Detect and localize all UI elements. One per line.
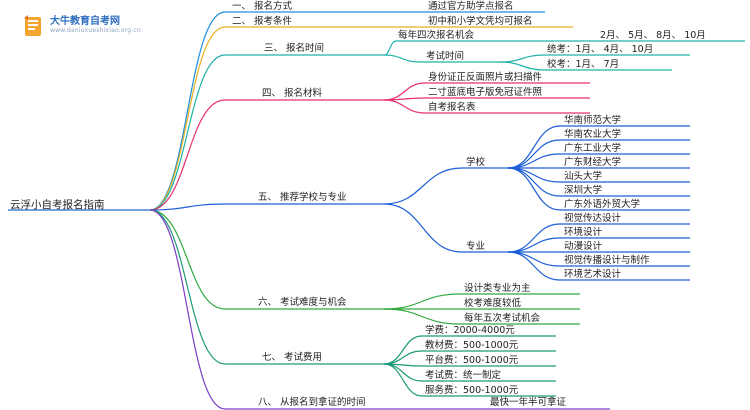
b4-to-leaf-3 [383,99,426,114]
fee-5: 服务费：500-1000元 [425,385,519,396]
site-logo[interactable]: 大牛教育自考网 www.daniuxueshixiao.org.cn [20,10,141,46]
b6-leaf-2: 校考难度较低 [464,298,522,309]
major-3: 动漫设计 [564,241,603,252]
branch-2-label: 二、 报考条件 [232,16,293,27]
b5-majors-label: 专业 [466,241,486,252]
b3-sub-2-leaf-2: 校考：1月、 7月 [547,59,620,70]
b7-to-leaf-1 [383,335,423,365]
branch-8-label: 八、 从报名到拿证的时间 [258,397,366,408]
school-5: 汕头大学 [564,171,603,182]
major-2: 环境设计 [564,227,603,238]
fee-1: 学费：2000-4000元 [425,325,515,336]
b5-major-2-curve [507,237,561,253]
b1-leaf-1: 通过官方助学点报名 [428,1,514,12]
b4-to-leaf-1 [383,82,426,101]
root-to-branch-3 [149,54,226,211]
school-7: 广东外语外贸大学 [564,199,641,210]
b4-leaf-1: 身份证正反面照片或扫描件 [428,72,543,83]
b6-to-leaf-1 [383,293,461,310]
b3-sub-1: 每年四次报名机会 [398,30,475,41]
school-1: 华南师范大学 [564,115,622,126]
b7-to-leaf-5 [383,363,423,397]
school-3: 广东工业大学 [564,143,622,154]
school-2: 华南农业大学 [564,129,622,140]
b3-sub-2: 考试时间 [426,51,465,62]
branch-6-label: 六、 考试难度与机会 [258,297,347,308]
b3-sub2-to-l1 [499,54,546,63]
root-to-branch-7 [149,209,226,365]
b7-to-leaf-4 [383,363,423,382]
b6-leaf-3: 每年五次考试机会 [464,313,541,324]
major-5: 环境艺术设计 [564,269,622,280]
b5-major-5-curve [507,251,561,281]
root-to-branch-8 [149,209,226,410]
b5-to-schools [383,167,463,205]
branch-1-label: 一、 报名方式 [232,1,293,12]
school-4: 广东财经大学 [564,157,622,168]
fee-4: 考试费：统一制定 [425,370,502,381]
b5-to-majors [383,203,463,253]
b6-to-leaf-3 [383,308,461,325]
root-to-branch-1 [149,11,226,211]
b3-sub2-to-l2 [499,61,546,71]
b4-leaf-2: 二寸蓝底电子版免冠证件照 [428,87,543,98]
b6-leaf-1: 设计类专业为主 [464,283,531,294]
b8-leaf-1: 最快一年半可拿证 [490,397,567,408]
fee-3: 平台费：500-1000元 [425,355,519,366]
major-4: 视觉传播设计与制作 [564,255,650,266]
root-to-branch-5 [149,203,226,211]
branch-3-label: 三、 报名时间 [264,43,325,54]
b5-major-4-curve [507,251,561,267]
root-to-branch-4 [149,99,226,211]
b2-leaf-1: 初中和小学文凭均可报名 [428,16,533,27]
root-node: 云浮小自考报名指南 [10,199,105,211]
book-logo-icon [24,15,41,36]
school-6: 深圳大学 [564,185,603,196]
branch-4-label: 四、 报名材料 [262,88,323,99]
b3-to-sub2 [383,54,421,63]
b3-sub-2-leaf-1: 统考：1月、 4月、 10月 [547,44,654,55]
logo-title: 大牛教育自考网 [50,16,120,27]
b5-school-7-curve [507,167,561,211]
b3-sub-1-leaf: 2月、 5月、 8月、 10月 [600,30,706,41]
major-1: 视觉传达设计 [564,213,622,224]
root-to-branch-2 [149,26,226,211]
branch-5-label: 五、 推荐学校与专业 [258,192,347,203]
logo-url: www.daniuxueshixiao.org.cn [50,27,141,34]
fee-2: 教材费：500-1000元 [425,340,519,351]
b4-leaf-3: 自考报名表 [428,102,476,113]
b5-schools-label: 学校 [466,157,486,168]
branch-7-label: 七、 考试费用 [262,352,323,363]
root-to-branch-6 [149,209,226,310]
b5-school-1-curve [507,125,561,169]
b3-to-sub1 [383,40,397,56]
b7-to-leaf-2 [383,350,423,365]
